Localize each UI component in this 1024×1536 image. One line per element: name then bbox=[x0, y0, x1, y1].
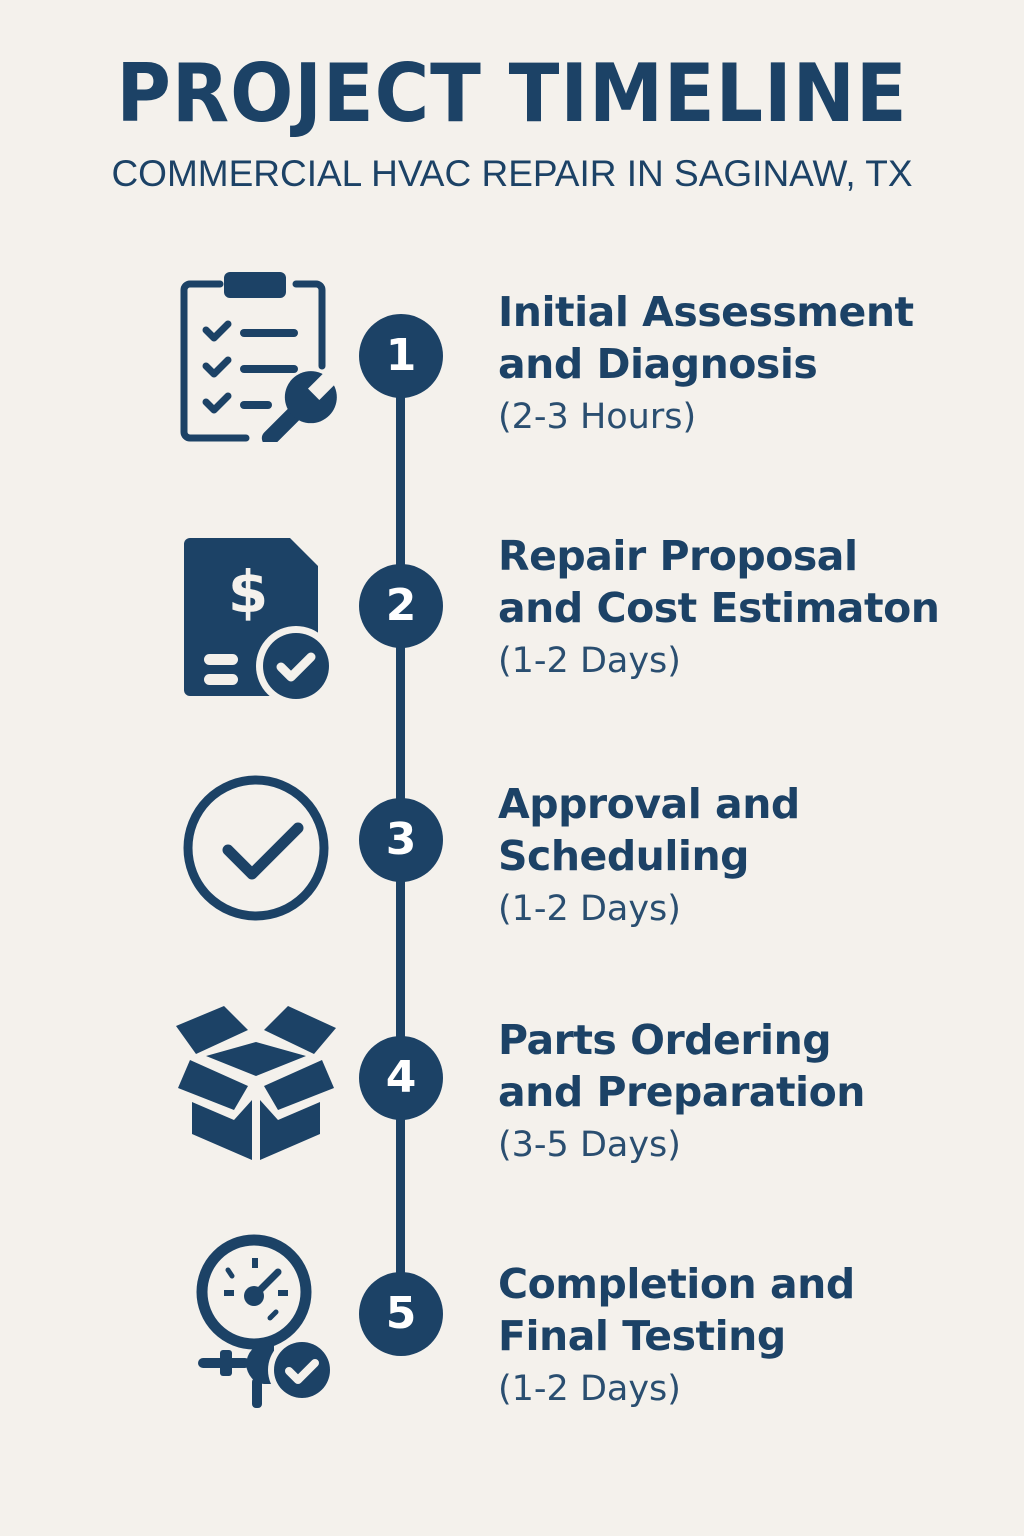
timeline-step-4: 4 Parts Ordering and Preparation (3-5 Da… bbox=[0, 996, 1024, 1196]
step-number-badge: 5 bbox=[359, 1272, 443, 1356]
step-title: Repair Proposal and Cost Estimaton bbox=[498, 532, 940, 632]
page-title: PROJECT TIMELINE bbox=[116, 47, 908, 140]
step-number-badge: 4 bbox=[359, 1036, 443, 1120]
step-text: Repair Proposal and Cost Estimaton (1-2 … bbox=[498, 530, 998, 686]
step-duration: (2-3 Hours) bbox=[498, 397, 697, 437]
pressure-gauge-check-icon bbox=[168, 1232, 344, 1408]
step-duration: (3-5 Days) bbox=[498, 1125, 681, 1165]
step-number-badge: 3 bbox=[359, 798, 443, 882]
open-box-icon bbox=[168, 996, 344, 1172]
step-title: Parts Ordering and Preparation bbox=[498, 1016, 865, 1116]
step-number-badge: 2 bbox=[359, 564, 443, 648]
timeline-step-2: $ 2 Repair Proposal and Cost Estimaton (… bbox=[0, 520, 1024, 720]
circle-check-icon bbox=[168, 762, 344, 938]
page-subtitle: COMMERCIAL HVAC REPAIR IN SAGINAW, TX bbox=[111, 153, 913, 194]
step-duration: (1-2 Days) bbox=[498, 889, 681, 929]
step-text: Parts Ordering and Preparation (3-5 Days… bbox=[498, 1014, 998, 1170]
clipboard-checklist-wrench-icon bbox=[168, 266, 344, 442]
step-title: Initial Assessment and Diagnosis bbox=[498, 288, 914, 388]
svg-text:$: $ bbox=[228, 558, 268, 626]
timeline-step-3: 3 Approval and Scheduling (1-2 Days) bbox=[0, 760, 1024, 960]
step-text: Completion and Final Testing (1-2 Days) bbox=[498, 1258, 998, 1414]
step-number-badge: 1 bbox=[359, 314, 443, 398]
invoice-dollar-check-icon: $ bbox=[168, 530, 344, 706]
step-text: Approval and Scheduling (1-2 Days) bbox=[498, 778, 998, 934]
timeline-step-5: 5 Completion and Final Testing (1-2 Days… bbox=[0, 1232, 1024, 1432]
step-duration: (1-2 Days) bbox=[498, 641, 681, 681]
step-duration: (1-2 Days) bbox=[498, 1369, 681, 1409]
timeline-step-1: 1 Initial Assessment and Diagnosis (2-3 … bbox=[0, 262, 1024, 462]
step-title: Completion and Final Testing bbox=[498, 1260, 855, 1360]
step-text: Initial Assessment and Diagnosis (2-3 Ho… bbox=[498, 286, 998, 442]
step-title: Approval and Scheduling bbox=[498, 780, 800, 880]
